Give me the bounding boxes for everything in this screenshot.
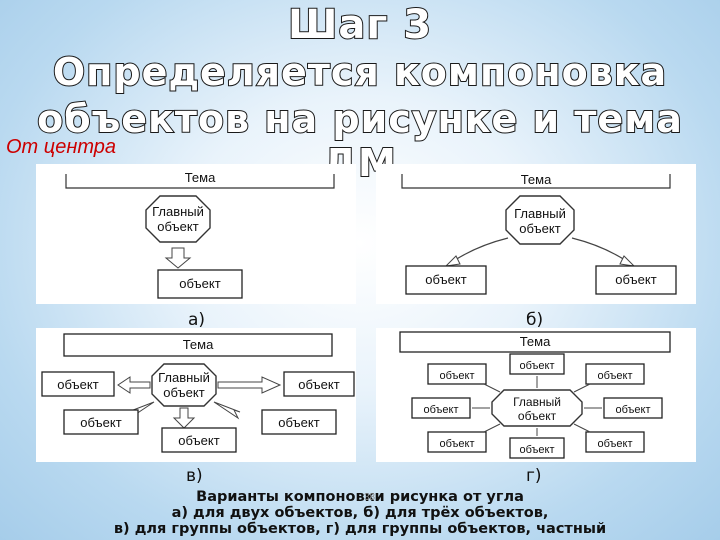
object-label-right: объект [298, 377, 339, 392]
main-object-shape [145, 195, 211, 243]
theme-bracket [65, 174, 335, 189]
object-label-lower-left: объект [439, 438, 474, 450]
panel-b: Тема Главный объект объект объект б) [376, 164, 696, 330]
slide-title-line-1: Шаг 3 [287, 1, 433, 49]
panel-d-letter: г) [526, 466, 542, 486]
object-box-lower-left [427, 431, 487, 453]
object-box-left [41, 371, 115, 397]
panel-b-diagram: Тема Главный объект объект объект [401, 172, 677, 295]
panel-a-letter: а) [188, 310, 206, 330]
object-label-upper-right: объект [597, 370, 632, 382]
panel-c: Тема Главный объект объект объект объект… [36, 328, 356, 486]
arrow-up-left-icon [483, 383, 501, 393]
object-box-mid-left [411, 397, 471, 419]
main-object-shape [505, 195, 575, 245]
arrow-down-right-icon [573, 423, 591, 433]
arrow-down-icon [164, 247, 192, 269]
panel-c-diagram: Тема Главный объект объект объект объект… [41, 333, 355, 453]
theme-box [63, 333, 333, 357]
object-label-upper-left: объект [439, 370, 474, 382]
main-object-label-1: Главный [152, 204, 204, 219]
arrow-right-icon [217, 376, 282, 394]
arrowhead-right-icon [619, 255, 636, 267]
slide-title-line-3: объектов на рисунке и тема ДМ [36, 96, 683, 186]
object-label-mid-right: объект [615, 404, 650, 416]
slide-number: 38 [364, 492, 376, 503]
object-label-top: объект [519, 360, 554, 372]
object-label-mid-left: объект [423, 404, 458, 416]
arrowhead-left-icon [444, 255, 461, 267]
object-label-lower-right: объект [597, 438, 632, 450]
panel-d-diagram: Тема объект объект объект Главный объект… [399, 331, 671, 459]
theme-label: Тема [520, 334, 551, 349]
object-box-bottom-right [261, 409, 337, 435]
main-object-label-2: объект [163, 385, 204, 400]
slide-title-line-2: Определяется компоновка [52, 49, 668, 95]
arrow-left-curve [451, 237, 509, 263]
caption-line-1: Варианты компоновки рисунка от угла [196, 489, 524, 505]
panel-a: Тема Главный объект объект а) [36, 164, 356, 330]
object-box [157, 269, 243, 299]
object-label-right: объект [615, 272, 656, 287]
arrow-left-icon [117, 376, 151, 394]
main-object-label-2: объект [519, 221, 560, 236]
object-box-upper-right [585, 363, 645, 385]
arrow-up-right-icon [573, 383, 591, 393]
object-label-left: объект [57, 377, 98, 392]
arrow-down-left-icon [483, 423, 501, 433]
object-box-bottom [509, 437, 565, 459]
object-label-left: объект [425, 272, 466, 287]
panel-d: Тема объект объект объект Главный объект… [376, 328, 696, 486]
object-label-bottom: объект [519, 444, 554, 456]
arrow-right-curve [571, 237, 629, 263]
object-box-lower-right [585, 431, 645, 453]
object-box-left [405, 265, 487, 295]
slide-subtitle: От центра [6, 136, 117, 158]
object-label: объект [179, 276, 220, 291]
main-object-label-1: Главный [514, 206, 566, 221]
caption-line-2: а) для двух объектов, б) для трёх объект… [171, 505, 549, 521]
arrow-down-icon [172, 407, 196, 429]
object-box-right [283, 371, 355, 397]
object-box-bottom-mid [161, 427, 237, 453]
panel-b-letter: б) [526, 310, 544, 330]
object-box-upper-left [427, 363, 487, 385]
theme-label: Тема [183, 337, 214, 352]
layout-diagram-figure: Тема Главный объект объект а) Тема Главн… [32, 160, 702, 486]
theme-label: Тема [185, 170, 216, 185]
main-object-shape [151, 363, 217, 407]
object-box-top [509, 353, 565, 375]
main-object-label-1: Главный [513, 395, 561, 409]
main-object-label-2: объект [518, 409, 557, 423]
theme-box [399, 331, 671, 353]
caption-line-3: в) для группы объектов, г) для группы об… [113, 521, 607, 537]
panel-a-diagram: Тема Главный объект объект [65, 170, 335, 299]
main-object-label-2: объект [157, 219, 198, 234]
theme-label: Тема [521, 172, 552, 187]
object-label-bottom-left: объект [80, 415, 121, 430]
panel-c-letter: в) [186, 466, 203, 486]
object-box-bottom-left [63, 409, 139, 435]
main-object-shape [491, 389, 583, 427]
object-box-mid-right [603, 397, 663, 419]
object-label-bottom-right: объект [278, 415, 319, 430]
theme-bracket [401, 174, 671, 189]
object-label-bottom-mid: объект [178, 433, 219, 448]
arrow-down-right-icon [213, 401, 241, 420]
main-object-label-1: Главный [158, 370, 210, 385]
object-box-right [595, 265, 677, 295]
figure-caption: Варианты компоновки рисунка от угла а) д… [0, 489, 720, 537]
